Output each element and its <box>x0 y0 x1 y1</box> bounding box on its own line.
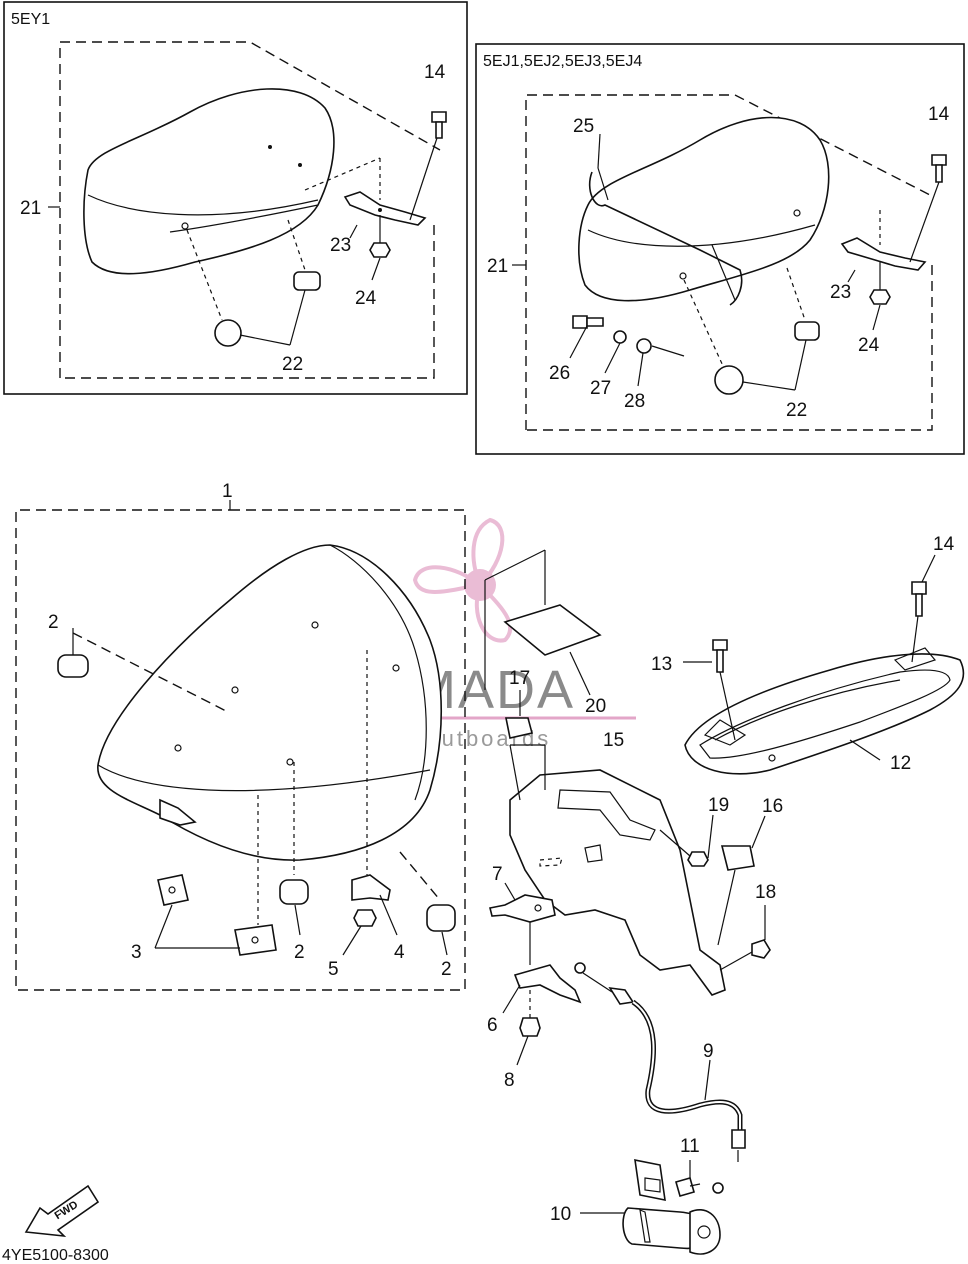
label-2c: 2 <box>441 959 452 980</box>
label-5: 5 <box>328 959 339 980</box>
screw-11: 11 <box>675 1136 724 1197</box>
plate-3a <box>157 874 189 906</box>
damper-2a <box>57 654 89 678</box>
label-24b: 24 <box>858 335 880 356</box>
damper-2c <box>426 904 456 932</box>
bracket-6: 6 <box>487 964 582 1036</box>
label-17: 17 <box>509 668 530 689</box>
bolt-13: 13 <box>651 639 736 741</box>
bolt-14a <box>431 111 447 139</box>
variant-title-5ey1: 5EY1 <box>11 11 50 28</box>
main-seat-group: 1 <box>15 481 466 991</box>
variant-box-5ej: 5EJ1,5EJ2,5EJ3,5EJ4 <box>475 43 965 455</box>
damper-22a-upper <box>293 271 321 291</box>
label-8: 8 <box>504 1070 515 1091</box>
fwd-arrow-icon: FWD <box>24 1184 100 1238</box>
label-22a: 22 <box>282 354 303 375</box>
label-20: 20 <box>585 696 606 717</box>
bolt-26 <box>572 315 604 329</box>
label-19: 19 <box>708 795 729 816</box>
cable-9: 9 <box>574 962 746 1162</box>
bolt-14b <box>931 154 947 183</box>
nut-24b <box>869 289 891 305</box>
bracket-23a <box>343 191 427 226</box>
damper-22b-lower <box>714 365 744 395</box>
plate-20: 20 <box>484 549 606 717</box>
label-11: 11 <box>680 1136 700 1157</box>
label-21b: 21 <box>487 256 508 277</box>
label-10: 10 <box>550 1204 571 1225</box>
grommet-16 <box>720 845 755 871</box>
label-14c: 14 <box>933 534 955 555</box>
label-21a: 21 <box>20 198 41 219</box>
label-2b: 2 <box>294 942 305 963</box>
label-26: 26 <box>549 363 570 384</box>
grab-bar-25 <box>588 171 743 306</box>
grommet-17 <box>505 717 533 739</box>
bolt-18: 18 <box>719 882 776 971</box>
label-14b: 14 <box>928 104 950 125</box>
label-4: 4 <box>394 942 405 963</box>
label-9: 9 <box>703 1041 714 1062</box>
damper-2b <box>279 879 309 905</box>
label-2a: 2 <box>48 612 59 633</box>
label-12: 12 <box>890 753 911 774</box>
label-14a: 14 <box>424 62 446 83</box>
label-1: 1 <box>222 481 233 502</box>
variant-title-5ej: 5EJ1,5EJ2,5EJ3,5EJ4 <box>483 53 642 70</box>
washer-27 <box>613 330 627 344</box>
label-16: 16 <box>762 796 783 817</box>
label-18: 18 <box>755 882 776 903</box>
nut-5 <box>353 909 377 927</box>
variant-box-5ey1: 5EY1 <box>3 1 468 395</box>
label-28: 28 <box>624 391 645 412</box>
label-23a: 23 <box>330 235 351 256</box>
propeller-icon <box>412 517 513 643</box>
label-22b: 22 <box>786 400 807 421</box>
damper-22b-upper <box>794 321 820 341</box>
bracket-23b <box>840 237 927 271</box>
diagram-code: 4YE5100-8300 <box>2 1247 109 1264</box>
nut-24a <box>369 242 391 258</box>
rack-12: 12 <box>684 647 965 775</box>
damper-22a-lower <box>214 319 242 347</box>
label-23b: 23 <box>830 282 851 303</box>
ring-11-nut <box>712 1182 724 1194</box>
bolt-19 <box>687 851 709 867</box>
bolt-8: 8 <box>504 990 541 1091</box>
label-25: 25 <box>573 116 594 137</box>
label-24a: 24 <box>355 288 377 309</box>
washer-28 <box>636 338 652 354</box>
lock-10: 10 <box>550 1158 721 1255</box>
seat-21a <box>83 88 335 275</box>
label-13: 13 <box>651 654 672 675</box>
seat-1 <box>97 544 442 861</box>
seat-21b <box>578 116 830 302</box>
label-15: 15 <box>603 730 624 751</box>
bracket-4 <box>351 874 391 901</box>
bolt-14c: 14 <box>911 534 955 663</box>
label-7: 7 <box>492 864 503 885</box>
label-27: 27 <box>590 378 611 399</box>
hook-7: 7 <box>489 864 556 965</box>
plate-3b <box>234 924 277 956</box>
label-6: 6 <box>487 1015 498 1036</box>
label-3: 3 <box>131 942 142 963</box>
